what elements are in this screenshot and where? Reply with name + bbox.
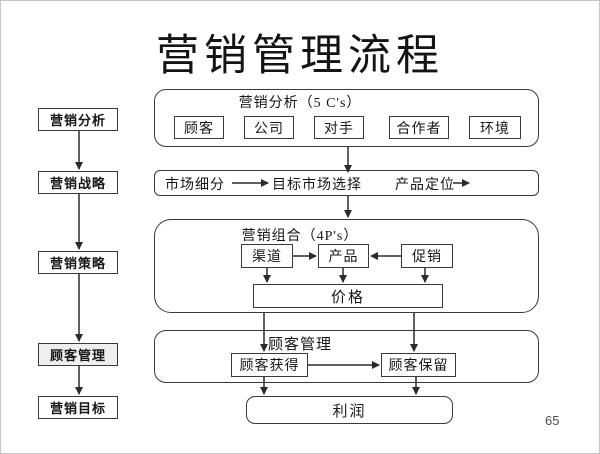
analysis-box-collaborator: 合作者 — [389, 116, 449, 139]
customer-panel-title: 顾客管理 — [267, 337, 332, 353]
mix-box-label: 渠道 — [252, 250, 282, 265]
left-flow-item-strategy: 营销战略 — [38, 171, 118, 194]
mix-box-promotion: 促销 — [401, 244, 453, 268]
mix-box-product: 产品 — [318, 244, 369, 268]
customer-box-label: 顾客保留 — [388, 359, 449, 374]
stp-segmentation-label: 市场细分 — [165, 178, 225, 193]
analysis-box-context: 环境 — [469, 116, 521, 139]
mix-box-label: 价格 — [330, 289, 365, 306]
left-flow-item-goal: 营销目标 — [38, 396, 118, 419]
analysis-box-label: 公司 — [254, 121, 284, 137]
customer-box-acquisition: 顾客获得 — [231, 353, 308, 377]
stp-targeting-label: 目标市场选择 — [272, 178, 362, 193]
customer-box-retention: 顾客保留 — [381, 353, 456, 377]
stp-positioning-label: 产品定位 — [395, 178, 455, 193]
left-flow-label: 营销目标 — [49, 401, 106, 416]
mix-panel-title: 营销组合（4P's） — [241, 229, 359, 244]
left-flow-label: 营销战略 — [49, 176, 106, 191]
customer-panel — [154, 330, 539, 383]
analysis-box-label: 合作者 — [396, 121, 442, 137]
mix-box-price: 价格 — [253, 284, 443, 308]
mix-box-place: 渠道 — [241, 244, 293, 268]
mix-box-label: 产品 — [328, 250, 359, 265]
left-flow-item-tactics: 营销策略 — [38, 251, 118, 274]
page-title: 营销管理流程 — [156, 33, 444, 80]
left-flow-item-customer-management: 顾客管理 — [38, 343, 118, 366]
profit-box: 利润 — [246, 396, 453, 424]
analysis-box-label: 环境 — [480, 121, 510, 137]
analysis-box-competitor: 对手 — [314, 116, 364, 139]
stp-panel — [154, 170, 539, 196]
analysis-box-company: 公司 — [244, 116, 294, 139]
profit-label: 利润 — [332, 403, 367, 420]
left-flow-label: 顾客管理 — [49, 348, 106, 363]
left-flow-label: 营销策略 — [49, 256, 106, 271]
page-number: 65 — [545, 413, 560, 428]
analysis-box-label: 顾客 — [184, 121, 214, 137]
left-flow-item-analysis: 营销分析 — [38, 108, 118, 131]
analysis-box-label: 对手 — [324, 121, 354, 137]
customer-box-label: 顾客获得 — [239, 359, 300, 374]
analysis-panel-title: 营销分析（5 C's） — [238, 96, 362, 111]
analysis-box-customer: 顾客 — [174, 116, 224, 139]
mix-box-label: 促销 — [412, 250, 442, 265]
left-flow-label: 营销分析 — [49, 113, 106, 128]
